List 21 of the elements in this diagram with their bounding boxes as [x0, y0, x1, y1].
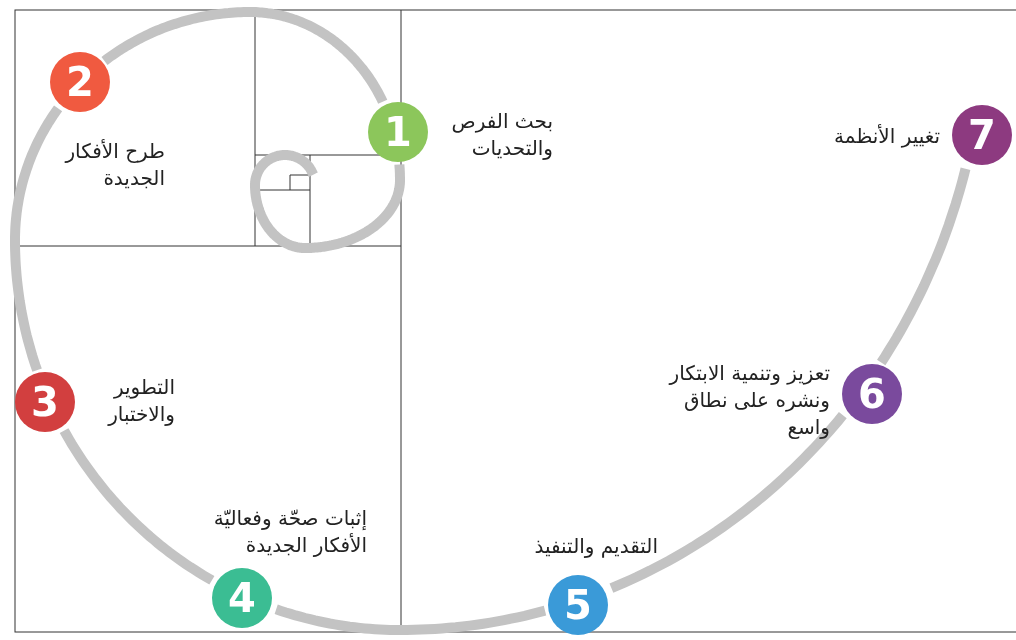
number-circle: 7 [952, 105, 1012, 165]
number-circle: 2 [50, 52, 110, 112]
step-label: طرح الأفكار الجديدة [63, 138, 165, 192]
spiral-connector [101, 7, 388, 105]
step-label: تغيير الأنظمة [833, 123, 940, 150]
step-label: إثبات صحّة وفعاليّة الأفكار الجديدة [212, 505, 367, 559]
spiral-connector [10, 105, 63, 372]
spiral-connector [274, 604, 547, 635]
number-circle: 3 [15, 372, 75, 432]
spiral-connector [609, 411, 847, 593]
spiral-connector [59, 428, 215, 585]
spiral-connector [877, 167, 971, 366]
spiral-connector [250, 150, 405, 253]
step-label: بحث الفرص والتحديات [450, 108, 553, 162]
step-label: تعزيز وتنمية الابتكار ونشره على نطاق واسع [667, 360, 830, 441]
number-circle: 4 [212, 568, 272, 628]
number-circle: 6 [842, 364, 902, 424]
step-label: التطوير والاختبار [106, 374, 175, 428]
number-circle: 1 [368, 102, 428, 162]
step-label: التقديم والتنفيذ [533, 533, 658, 560]
number-circle: 5 [548, 575, 608, 635]
